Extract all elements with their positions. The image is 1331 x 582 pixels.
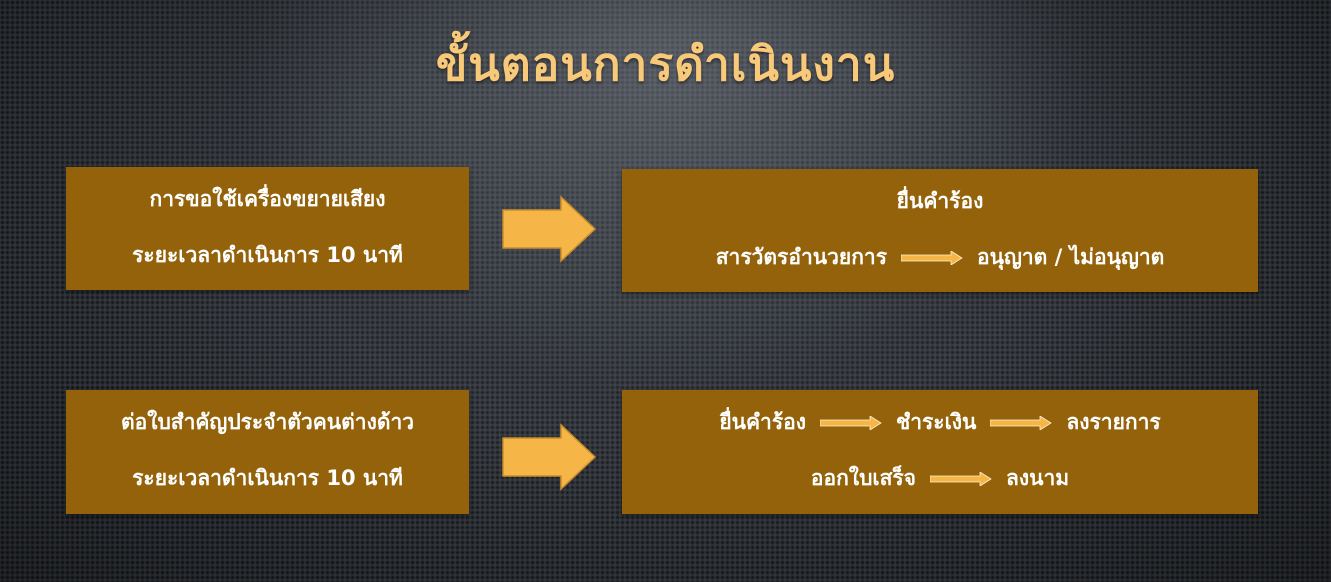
- procedure-2-steps-box: ยื่นคำร้อง ชำระเงิน ลงรายการ ออกใบเสร็จ …: [622, 390, 1258, 514]
- procedure-1-name: การขอใช้เครื่องขยายเสียง: [149, 187, 386, 211]
- procedure-2-name: ต่อใบสำคัญประจำตัวคนต่างด้าว: [120, 410, 415, 434]
- small-arrow-icon: [819, 415, 882, 430]
- procedure-2-flow-row-1: ยื่นคำร้อง ชำระเงิน ลงรายการ: [622, 406, 1258, 439]
- small-arrow-icon: [990, 415, 1053, 430]
- procedure-2-step-record: ลงรายการ: [1066, 410, 1161, 434]
- procedure-2-step-receipt: ออกใบเสร็จ: [810, 466, 916, 490]
- procedure-2-arrow-icon: [502, 423, 597, 491]
- procedure-2-duration: ระยะเวลาดำเนินการ 10 นาที: [132, 466, 403, 490]
- small-arrow-icon: [929, 471, 992, 486]
- page-title: ขั้นตอนการดำเนินงาน: [435, 37, 896, 91]
- procedure-2-step-payment: ชำระเงิน: [895, 410, 977, 434]
- procedure-1-flow-row: สารวัตรอำนวยการ อนุญาต / ไม่อนุญาต: [622, 241, 1258, 274]
- procedure-2-info-box: ต่อใบสำคัญประจำตัวคนต่างด้าว ระยะเวลาดำเ…: [66, 390, 469, 514]
- procedure-1-info-box: การขอใช้เครื่องขยายเสียง ระยะเวลาดำเนินก…: [66, 167, 469, 290]
- procedure-1-arrow-icon: [502, 195, 597, 263]
- procedure-1-step-approval: อนุญาต / ไม่อนุญาต: [976, 245, 1165, 269]
- procedure-1-steps-box: ยื่นคำร้อง สารวัตรอำนวยการ อนุญาต / ไม่อ…: [622, 169, 1258, 292]
- small-arrow-icon: [900, 250, 963, 265]
- procedure-1-step-submit: ยื่นคำร้อง: [896, 189, 984, 213]
- procedure-2-step-sign: ลงนาม: [1005, 466, 1070, 490]
- procedure-1-step-inspector: สารวัตรอำนวยการ: [715, 245, 887, 269]
- procedure-1-duration: ระยะเวลาดำเนินการ 10 นาที: [132, 243, 403, 267]
- procedure-2-step-submit: ยื่นคำร้อง: [719, 410, 806, 434]
- procedure-2-flow-row-2: ออกใบเสร็จ ลงนาม: [622, 462, 1258, 495]
